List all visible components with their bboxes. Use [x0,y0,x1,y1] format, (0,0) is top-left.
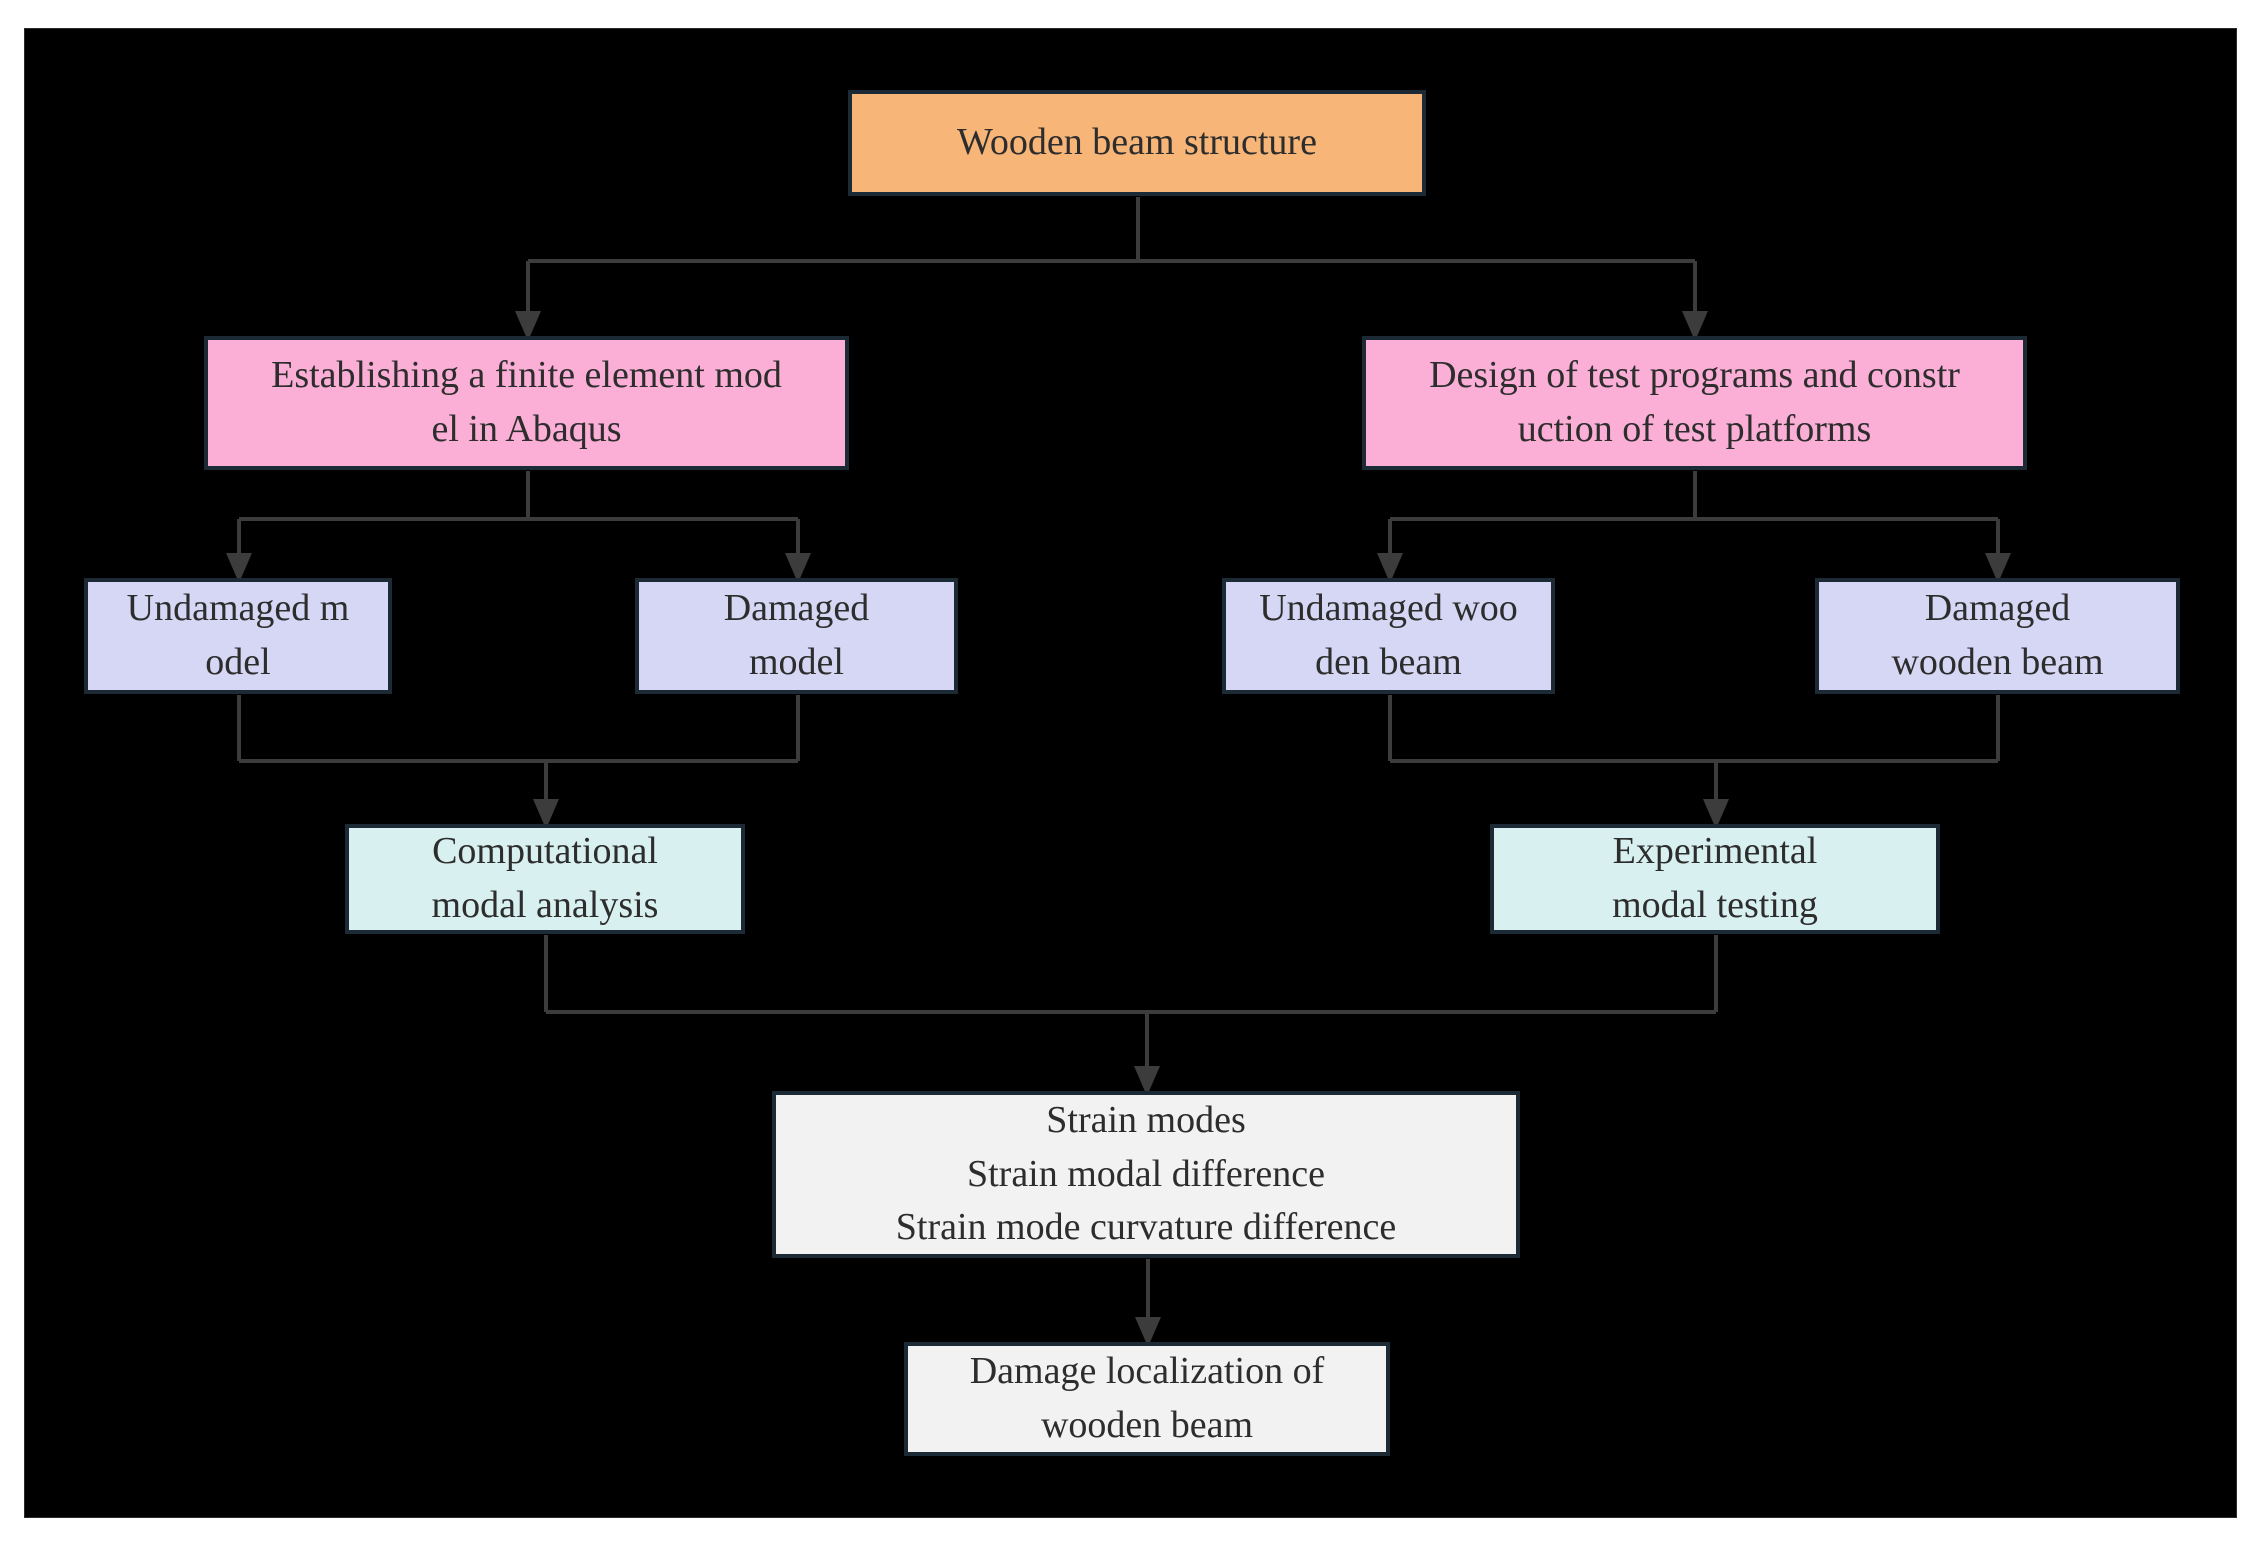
text-line: Computational [432,830,658,873]
arrowhead [1703,799,1729,829]
text-line: wooden beam [1040,1404,1254,1446]
node-experimental-modal-testing: Experimental modal testing [1490,824,1940,934]
connector-layer [226,197,2011,1347]
text-line: Strain modal difference [966,1152,1326,1195]
text-line: modal testing [1612,884,1818,926]
node-finite-element-model: Establishing a finite element mod el in … [204,336,849,470]
connector-root-to-level2 [526,197,1697,316]
text-line: el in Abaqus [431,408,622,450]
arrowhead [226,553,252,583]
connector-analysis-to-strain [544,935,1718,1071]
text-line: Undamaged m [126,587,350,630]
arrowhead [1134,1066,1160,1096]
connector-models-to-computational [237,695,800,804]
text-line: model [749,641,844,683]
text-line: Establishing a finite element mod [271,354,782,397]
text-line: Strain mode curvature difference [895,1206,1397,1249]
text-line: den beam [1315,641,1462,683]
arrowhead [1377,553,1403,583]
node-undamaged-model: Undamaged m odel [84,578,392,694]
text-line: Damaged [1924,587,2071,630]
arrowhead [533,799,559,829]
node-test-programs: Design of test programs and constr uctio… [1362,336,2027,470]
node-strain-indicators: Strain modes Strain modal difference Str… [772,1091,1520,1258]
node-computational-modal-analysis: Computational modal analysis [345,824,745,934]
connector-testdesign-to-beams [1388,471,2000,558]
text-line: Damage localization of [969,1350,1325,1393]
node-undamaged-wooden-beam: Undamaged woo den beam [1222,578,1555,694]
flowchart-panel [24,28,2237,1518]
text-line: Undamaged woo [1259,587,1518,630]
text-line: Damaged [723,587,870,630]
text-line: wooden beam [1891,641,2104,683]
node-damaged-model: Damaged model [635,578,958,694]
text-line: Wooden beam structure [957,121,1317,164]
text-line: Design of test programs and constr [1429,354,1960,397]
node-damage-localization: Damage localization of wooden beam [904,1342,1390,1456]
arrowhead [1985,553,2011,583]
arrowhead [785,553,811,583]
text-line: uction of test platforms [1517,408,1872,450]
arrowhead [1135,1317,1161,1347]
text-line: modal analysis [431,884,659,926]
arrowhead [1682,311,1708,341]
text-line: Experimental [1612,830,1818,873]
text-line: Strain modes [1046,1098,1246,1141]
text-line: odel [205,641,271,683]
node-damaged-wooden-beam: Damaged wooden beam [1815,578,2180,694]
arrowhead [515,311,541,341]
node-wooden-beam-structure: Wooden beam structure [848,90,1426,196]
connector-fem-to-models [237,471,800,558]
connector-beams-to-experimental [1388,695,2000,804]
